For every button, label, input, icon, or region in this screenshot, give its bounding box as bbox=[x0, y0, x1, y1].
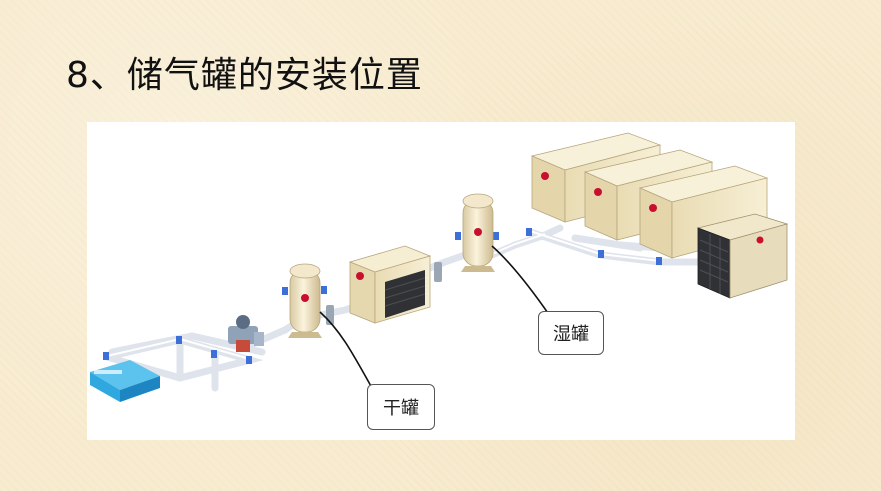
valve-assembly bbox=[228, 315, 264, 352]
compressor-4 bbox=[696, 213, 789, 299]
slide-title: 8、储气罐的安装位置 bbox=[66, 55, 423, 96]
system-diagram bbox=[90, 132, 789, 402]
wet-tank-callout: 湿罐 bbox=[538, 311, 604, 355]
dry-tank bbox=[288, 263, 334, 338]
diagram-panel bbox=[87, 122, 795, 440]
water-tank bbox=[90, 360, 160, 402]
air-dryer bbox=[348, 245, 442, 324]
callout-leaders bbox=[319, 245, 551, 389]
wet-tank bbox=[461, 193, 495, 272]
pipe-joints bbox=[103, 228, 662, 364]
dry-tank-callout: 干罐 bbox=[367, 384, 435, 430]
